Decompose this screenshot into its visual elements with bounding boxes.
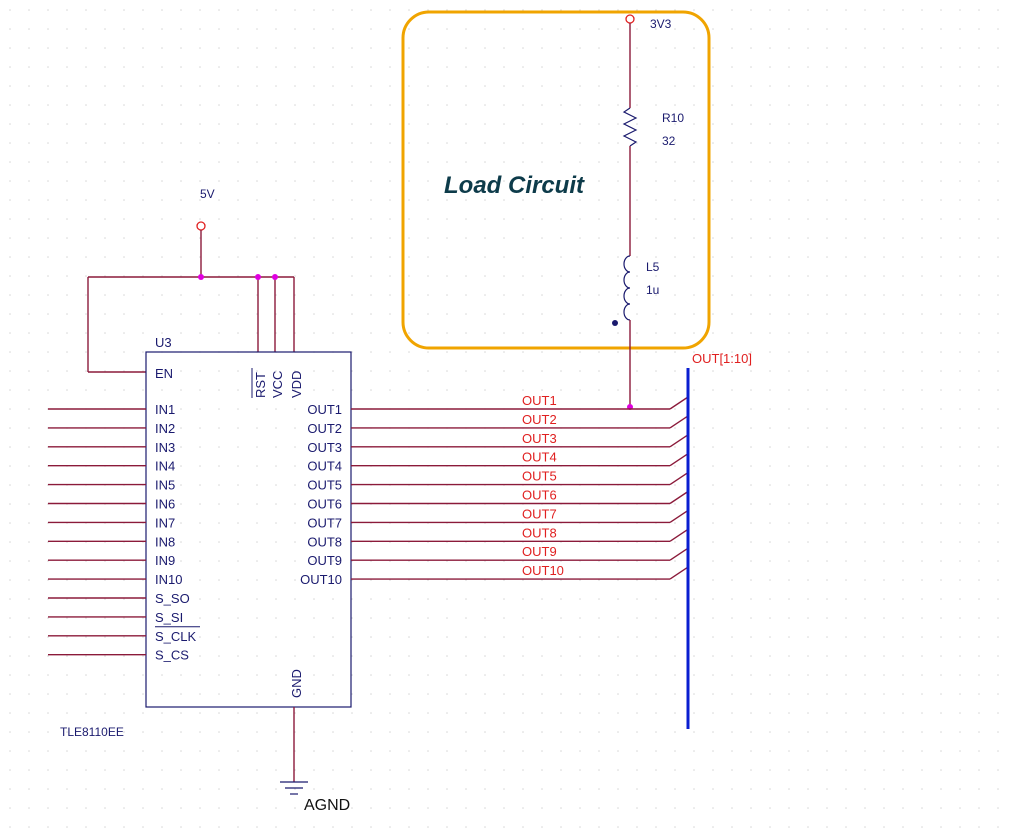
net-label: OUT1 bbox=[522, 393, 557, 408]
net-label: OUT3 bbox=[522, 431, 557, 446]
junction-rst bbox=[255, 274, 261, 280]
bus-entry bbox=[669, 528, 689, 542]
net-label: OUT10 bbox=[522, 563, 564, 578]
ic-left-pin-label: IN6 bbox=[155, 497, 175, 512]
ic-left-pin-label: IN9 bbox=[155, 553, 175, 568]
power-3v3-terminal bbox=[625, 14, 635, 24]
inductor-l5 bbox=[623, 255, 631, 321]
ic-pin-vdd: VDD bbox=[289, 371, 304, 398]
ic-pin-rst: RST bbox=[253, 372, 268, 398]
ic-left-pin-label: IN4 bbox=[155, 459, 175, 474]
net-label: OUT6 bbox=[522, 488, 557, 503]
net-label: OUT4 bbox=[522, 450, 557, 465]
bus-entry bbox=[669, 547, 689, 561]
resistor-r10-ref: R10 bbox=[662, 111, 684, 125]
ic-ref: U3 bbox=[155, 335, 172, 350]
ic-right-pin-label: OUT2 bbox=[307, 421, 342, 436]
net-label: OUT5 bbox=[522, 469, 557, 484]
power-5v-terminal bbox=[196, 221, 206, 231]
load-circuit-box bbox=[401, 10, 711, 350]
junction-5v bbox=[198, 274, 204, 280]
bus-entry bbox=[669, 434, 689, 448]
ic-right-pins: OUT1OUT1OUT2OUT2OUT3OUT3OUT4OUT4OUT5OUT5… bbox=[300, 393, 689, 587]
ic-right-pin-label: OUT10 bbox=[300, 572, 342, 587]
inductor-l5-dot bbox=[612, 320, 618, 326]
ic-right-pin-label: OUT7 bbox=[307, 515, 342, 530]
bus-entry bbox=[669, 490, 689, 505]
ic-left-pin-label: IN7 bbox=[155, 515, 175, 530]
ic-left-pin-label: IN10 bbox=[155, 572, 182, 587]
ground-label: AGND bbox=[304, 797, 350, 814]
ic-left-pin-label: IN3 bbox=[155, 440, 175, 455]
ic-left-pin-label: IN1 bbox=[155, 402, 175, 417]
ic-right-pin-label: OUT3 bbox=[307, 440, 342, 455]
ic-left-pin-label: S_CS bbox=[155, 648, 189, 663]
inductor-l5-ref: L5 bbox=[646, 260, 660, 274]
ic-body bbox=[145, 351, 352, 708]
inductor-l5-value: 1u bbox=[646, 283, 659, 297]
ic-left-pin-label: IN8 bbox=[155, 534, 175, 549]
ic-left-pin-label: IN5 bbox=[155, 478, 175, 493]
bus-entry bbox=[669, 566, 689, 580]
bus-entry bbox=[669, 472, 689, 486]
load-circuit-title: Load Circuit bbox=[444, 172, 585, 199]
ic-left-pin-label: S_CLK bbox=[155, 629, 197, 644]
ic-right-pin-label: OUT4 bbox=[307, 459, 342, 474]
power-3v3-label: 3V3 bbox=[650, 17, 672, 31]
resistor-r10-value: 32 bbox=[662, 134, 676, 148]
grid-dots bbox=[9, 9, 999, 828]
ic-pin-en: EN bbox=[155, 366, 173, 381]
bus-entry bbox=[669, 453, 689, 467]
resistor-r10 bbox=[622, 107, 638, 147]
ic-left-pin-label: S_SI bbox=[155, 610, 183, 625]
junction-vcc bbox=[272, 274, 278, 280]
ic-right-pin-label: OUT6 bbox=[307, 497, 342, 512]
net-label: OUT7 bbox=[522, 506, 557, 521]
bus-entry bbox=[669, 415, 689, 429]
ic-right-pin-label: OUT5 bbox=[307, 478, 342, 493]
ic-pin-vcc: VCC bbox=[270, 371, 285, 398]
net-label: OUT9 bbox=[522, 544, 557, 559]
ic-pin-gnd: GND bbox=[289, 669, 304, 698]
ic-left-pin-label: S_SO bbox=[155, 591, 190, 606]
ic-right-pin-label: OUT9 bbox=[307, 553, 342, 568]
ic-right-pin-label: OUT1 bbox=[307, 402, 342, 417]
bus-entry bbox=[669, 509, 689, 523]
ground-symbol bbox=[280, 781, 308, 795]
bus-entry bbox=[669, 396, 689, 410]
net-label: OUT8 bbox=[522, 525, 557, 540]
power-5v-label: 5V bbox=[200, 187, 215, 201]
net-label: OUT2 bbox=[522, 412, 557, 427]
ic-part: TLE8110EE bbox=[60, 725, 124, 739]
ic-right-pin-label: OUT8 bbox=[307, 534, 342, 549]
bus-label: OUT[1:10] bbox=[692, 351, 752, 366]
ic-left-pin-label: IN2 bbox=[155, 421, 175, 436]
